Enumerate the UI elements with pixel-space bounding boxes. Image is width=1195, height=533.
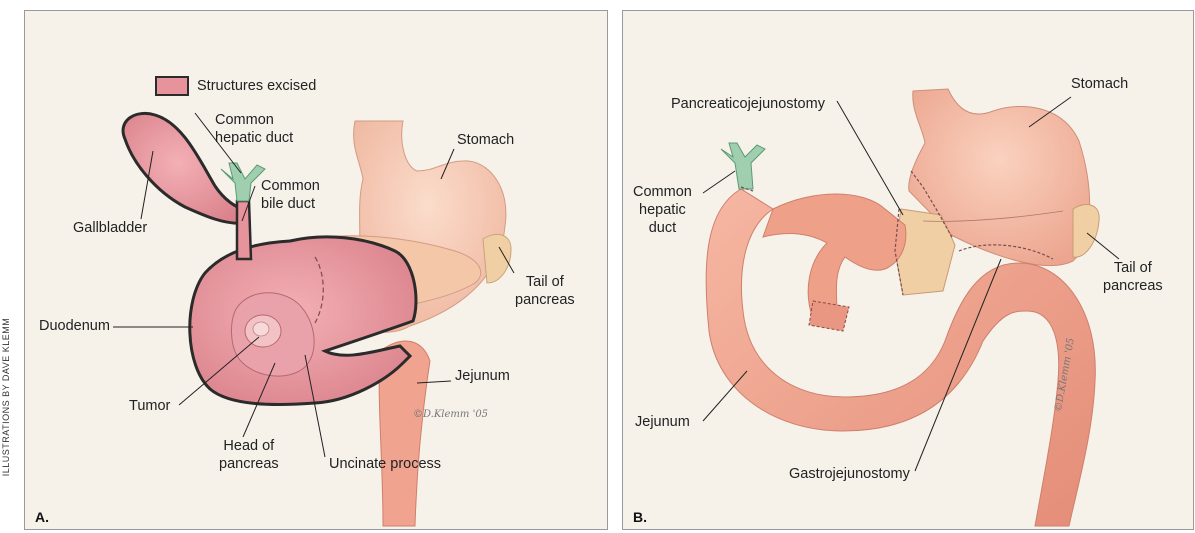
panel-a-illustration — [25, 11, 608, 530]
label-stomach-b: Stomach — [1071, 75, 1128, 93]
tail-of-pancreas-shape — [483, 234, 511, 283]
label-tail-of-pancreas-a: Tail of pancreas — [515, 273, 575, 309]
legend-label: Structures excised — [197, 77, 316, 95]
common-bile-duct-shape — [237, 201, 251, 259]
panel-a-letter: A. — [35, 509, 49, 525]
illustration-credit: ILLUSTRATIONS BY DAVE KLEMM — [0, 262, 12, 532]
panel-b-letter: B. — [633, 509, 647, 525]
legend-swatch-excised — [155, 76, 189, 96]
label-duodenum: Duodenum — [39, 317, 110, 335]
label-gallbladder: Gallbladder — [73, 219, 147, 237]
label-tumor: Tumor — [129, 397, 170, 415]
label-head-of-pancreas: Head of pancreas — [219, 437, 279, 473]
label-tail-of-pancreas-b: Tail of pancreas — [1103, 259, 1163, 295]
jejunal-limb-shape — [763, 194, 906, 319]
panel-a-preoperative: Structures excised Common hepatic duct S… — [24, 10, 608, 530]
tail-of-pancreas-shape-b — [1073, 205, 1099, 258]
credit-text: ILLUSTRATIONS BY DAVE KLEMM — [1, 318, 11, 477]
common-hepatic-duct-shape-b — [721, 143, 765, 189]
panel-b-reconstruction: Pancreaticojejunostomy Stomach Common he… — [622, 10, 1194, 530]
label-gastrojejunostomy: Gastrojejunostomy — [789, 465, 910, 483]
label-stomach-a: Stomach — [457, 131, 514, 149]
label-common-hepatic-duct-b: Common hepatic duct — [633, 183, 692, 237]
label-common-hepatic-duct: Common hepatic duct — [215, 111, 293, 147]
common-hepatic-duct-shape — [221, 163, 265, 201]
label-pancreaticojejunostomy: Pancreaticojejunostomy — [671, 95, 825, 113]
label-jejunum-b: Jejunum — [635, 413, 690, 431]
signature-a: ©D.Klemm '05 — [413, 409, 488, 420]
label-jejunum-a: Jejunum — [455, 367, 510, 385]
label-common-bile-duct: Common bile duct — [261, 177, 320, 213]
label-uncinate-process: Uncinate process — [329, 455, 441, 473]
